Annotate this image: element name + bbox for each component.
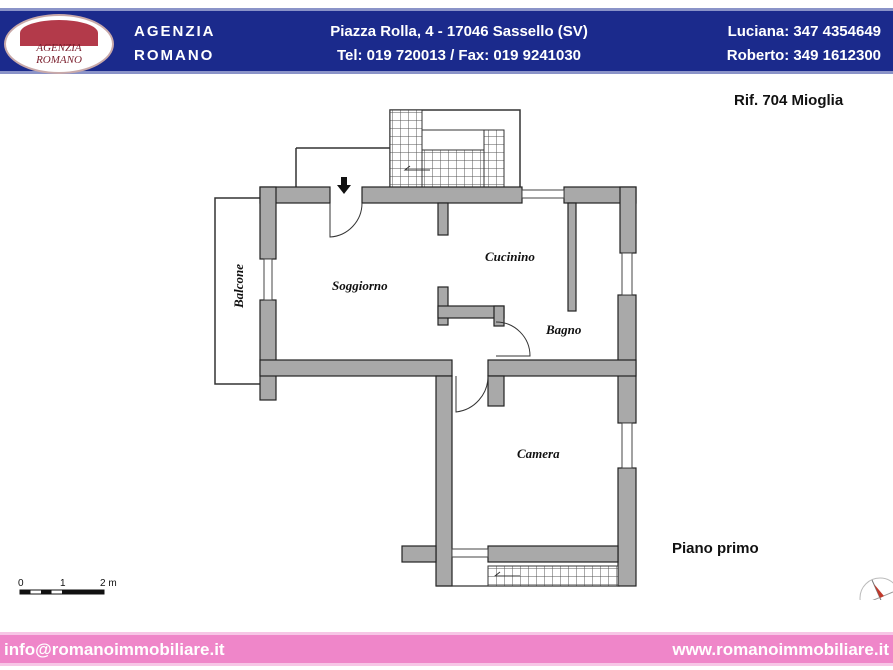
room-label-cucinino: Cucinino xyxy=(485,249,535,264)
logo-arc-icon xyxy=(20,20,98,46)
balcony xyxy=(214,197,262,385)
room-label-bagno: Bagno xyxy=(545,322,582,337)
lower-staircase xyxy=(436,565,620,587)
agency-logo: AGENZIA ROMANO xyxy=(4,14,114,74)
scale-tick-2: 2 m xyxy=(100,578,117,589)
compass-rose-icon xyxy=(859,577,893,600)
walls xyxy=(259,186,637,587)
footer-band xyxy=(0,632,893,666)
phone-fax-line: Tel: 019 720013 / Fax: 019 9241030 xyxy=(336,47,582,64)
header-band xyxy=(0,8,893,74)
reference-code: Rif. 704 Mioglia xyxy=(734,92,844,109)
address-line: Piazza Rolla, 4 - 17046 Sassello (SV) xyxy=(330,23,588,40)
footer-website[interactable]: www.romanoimmobiliare.it xyxy=(672,640,889,659)
room-label-camera: Camera xyxy=(517,446,560,461)
logo-text-line1: AGENZIA xyxy=(36,42,82,54)
contact-luciana: Luciana: 347 4354649 xyxy=(727,23,881,40)
entrance-arrow-icon xyxy=(337,177,351,194)
room-label-balcone: Balcone xyxy=(231,264,246,309)
doors xyxy=(329,202,531,413)
footer-email[interactable]: info@romanoimmobiliare.it xyxy=(4,640,225,659)
agency-name-line2: ROMANO xyxy=(134,47,215,64)
scale-bar: 0 1 2 m xyxy=(18,578,117,595)
contact-roberto: Roberto: 349 1612300 xyxy=(726,47,881,64)
floor-label: Piano primo xyxy=(672,540,759,557)
agency-name-line1: AGENZIA xyxy=(134,23,216,40)
scale-tick-1: 1 xyxy=(60,578,66,589)
logo-text-line2: ROMANO xyxy=(36,54,82,66)
windows xyxy=(263,189,633,558)
scale-tick-0: 0 xyxy=(18,578,24,589)
room-label-soggiorno: Soggiorno xyxy=(332,278,388,293)
floor-plan: Soggiorno Cucinino Bagno Camera Balcone … xyxy=(18,109,893,600)
upper-staircase xyxy=(295,109,521,191)
